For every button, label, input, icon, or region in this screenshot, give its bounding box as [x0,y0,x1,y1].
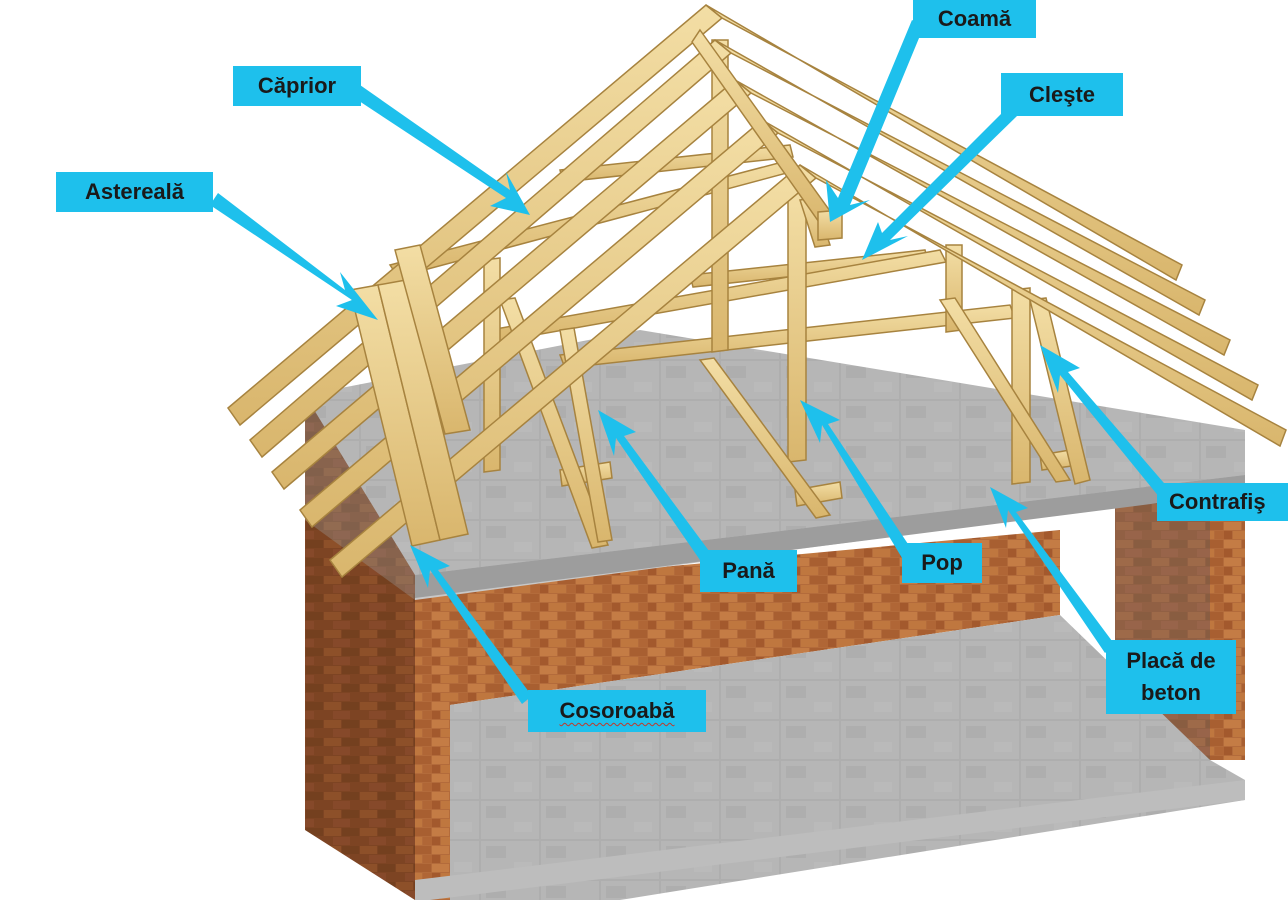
arrow-placa [990,487,1115,653]
label-cosoroaba-text: Cosoroabă [559,698,675,723]
label-coama: Coamă [913,0,1036,38]
label-cleste: Cleşte [1001,73,1123,116]
ground-floor [450,615,1245,900]
label-cosoroaba: Cosoroabă [528,690,706,732]
arrow-coama [826,20,924,222]
label-placa-de-beton: Placă de beton [1106,640,1236,714]
sheathing-boards [349,244,471,547]
label-caprior: Căprior [233,66,361,106]
arrow-caprior [350,85,530,215]
arrow-astereala [210,193,378,320]
callout-arrows [210,20,1170,704]
arrow-pop [800,400,912,558]
label-contrafis: Contrafiş [1157,483,1288,521]
label-pana: Pană [700,550,797,592]
arrow-contrafis [1040,345,1170,498]
label-pop: Pop [902,543,982,583]
label-astereala: Astereală [56,172,213,212]
arrow-pana [598,410,712,563]
arrow-cleste [862,105,1018,260]
arrow-cosoroaba [410,545,532,704]
front-wall [415,530,1060,900]
